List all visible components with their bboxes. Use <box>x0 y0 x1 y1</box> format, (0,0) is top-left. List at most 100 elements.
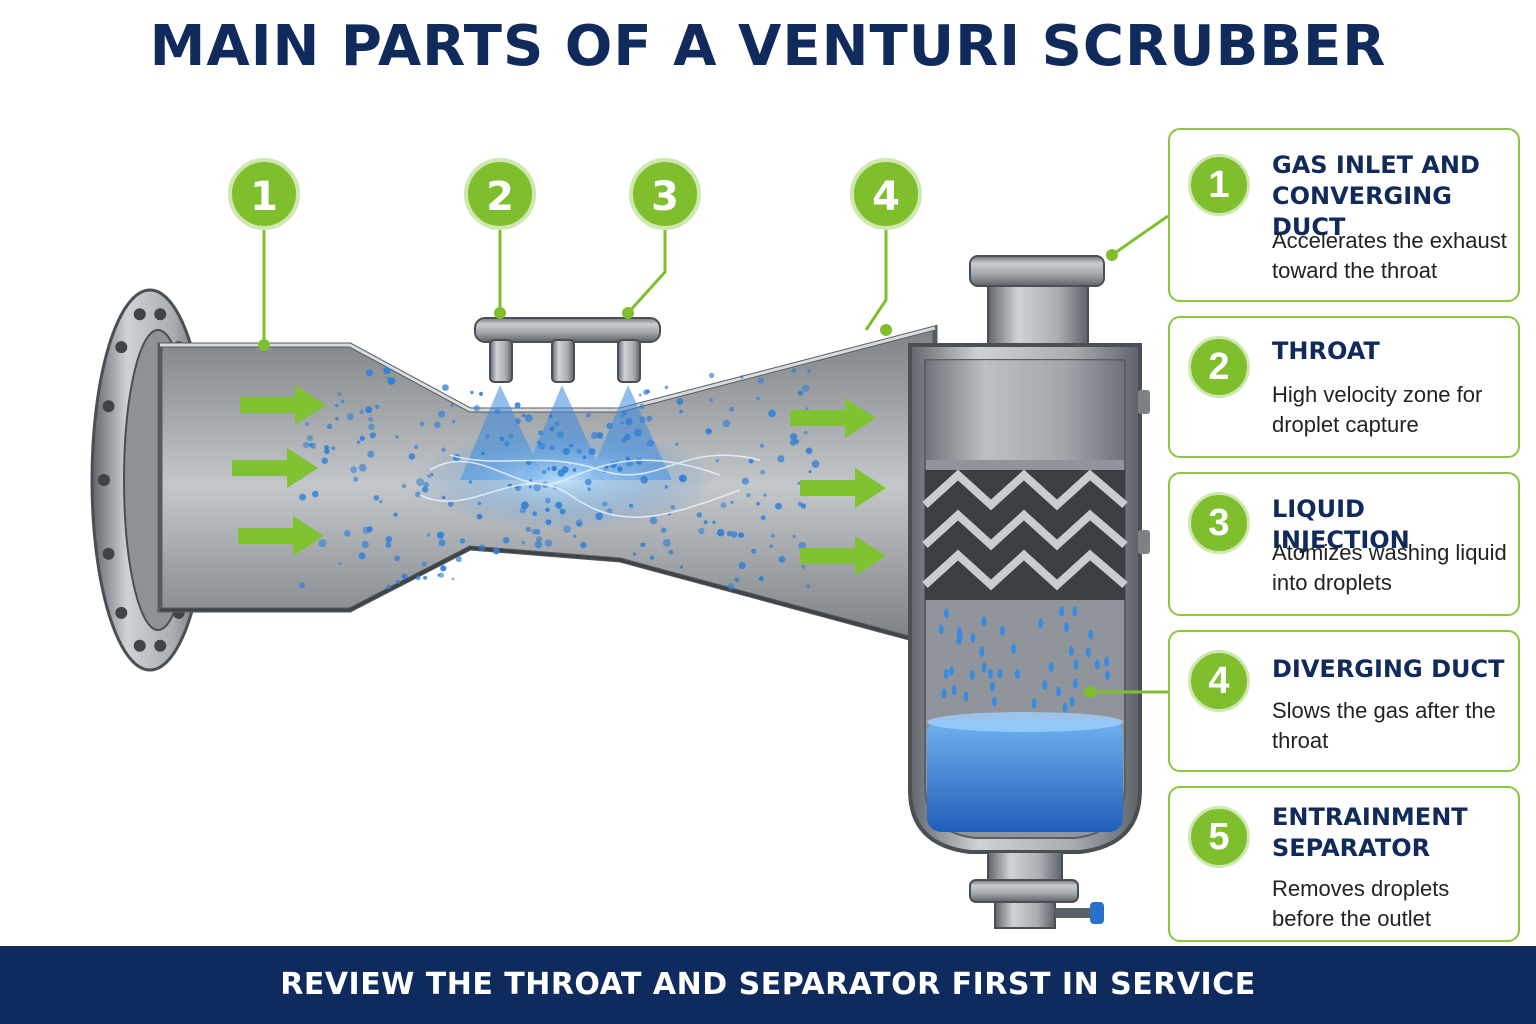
footer-banner: REVIEW THE THROAT AND SEPARATOR FIRST IN… <box>0 946 1536 1024</box>
droplet <box>340 399 345 404</box>
droplet <box>757 377 764 384</box>
droplet <box>705 428 712 435</box>
droplet <box>712 520 716 524</box>
droplet <box>421 561 427 567</box>
separator-droplet <box>1031 698 1037 709</box>
flow-arrow <box>800 468 886 508</box>
separator-droplet <box>981 616 987 626</box>
droplet <box>602 501 608 507</box>
droplet <box>383 367 391 375</box>
droplet <box>620 421 624 425</box>
legend-number-2: 2 <box>1188 336 1250 398</box>
droplet <box>438 572 444 578</box>
droplet <box>649 516 658 525</box>
flow-arrow <box>238 516 324 556</box>
droplet <box>514 402 521 409</box>
droplet <box>366 369 373 377</box>
droplet <box>555 501 563 509</box>
droplet <box>441 447 446 453</box>
separator-droplet <box>1073 659 1079 670</box>
legend-heading-3: LIQUID INJECTION <box>1272 495 1410 554</box>
droplet <box>438 539 446 547</box>
droplet <box>563 525 571 533</box>
droplet <box>730 500 734 504</box>
droplet <box>634 428 642 437</box>
droplet <box>361 540 369 549</box>
droplet <box>534 541 543 549</box>
droplet <box>549 426 555 432</box>
flow-arrows <box>232 385 886 576</box>
droplet <box>369 432 376 439</box>
droplet <box>504 440 510 447</box>
droplet <box>521 540 526 545</box>
droplet <box>324 445 329 450</box>
droplet <box>802 384 810 392</box>
droplet <box>775 502 782 510</box>
droplet <box>346 413 354 421</box>
droplet <box>533 483 541 492</box>
droplet <box>760 469 765 475</box>
droplet <box>386 584 392 590</box>
droplet <box>338 562 342 566</box>
legend-card-4: 4 DIVERGING DUCT Slows the gas after the… <box>1168 630 1520 772</box>
legend-card-5: 5 ENTRAINMENT SEPARATOR Removes droplets… <box>1168 786 1520 942</box>
droplet <box>769 544 773 548</box>
droplet <box>447 501 454 507</box>
droplet <box>698 527 705 535</box>
droplet <box>647 439 654 447</box>
separator-droplet <box>948 666 954 676</box>
droplet <box>478 544 486 552</box>
droplet <box>805 584 811 589</box>
droplet <box>646 415 653 422</box>
droplet <box>549 445 555 451</box>
droplet <box>452 420 456 424</box>
droplet <box>797 481 801 485</box>
droplet <box>401 483 407 489</box>
turbulence-streaks <box>419 454 761 518</box>
flow-arrow <box>800 536 886 576</box>
separator-droplet <box>999 625 1005 636</box>
droplet <box>401 573 408 580</box>
droplet <box>635 457 643 465</box>
droplet <box>305 422 309 426</box>
droplet <box>727 583 735 590</box>
droplet <box>335 416 339 421</box>
separator-droplet <box>1059 606 1065 617</box>
svg-text:2: 2 <box>486 174 514 220</box>
droplet <box>419 421 425 427</box>
droplet <box>808 470 812 474</box>
droplet <box>535 536 543 543</box>
droplet <box>415 575 421 581</box>
droplet <box>366 526 373 533</box>
legend-card-1: 1 GAS INLET AND CONVERGING DUCT Accelera… <box>1168 128 1520 302</box>
droplet <box>312 490 319 498</box>
droplet <box>591 431 599 439</box>
droplet <box>408 453 416 460</box>
droplet <box>777 455 785 463</box>
droplet <box>798 541 807 550</box>
droplet <box>617 466 623 472</box>
separator-droplet <box>991 696 997 707</box>
droplet <box>324 448 330 454</box>
droplet <box>394 555 400 562</box>
droplet <box>811 460 820 468</box>
droplet <box>375 404 380 409</box>
droplet <box>720 502 727 508</box>
droplet <box>359 409 365 415</box>
droplet <box>624 433 631 441</box>
droplet <box>803 431 808 435</box>
droplet <box>385 542 392 548</box>
droplet <box>393 512 398 517</box>
legend-number-1: 1 <box>1188 154 1250 216</box>
droplet <box>451 577 455 581</box>
droplet <box>298 582 305 589</box>
droplet <box>800 503 807 509</box>
droplet <box>729 406 735 412</box>
droplet <box>358 463 367 472</box>
droplet <box>515 418 521 424</box>
droplet <box>746 493 751 498</box>
separator-droplet <box>1048 662 1054 673</box>
legend-card-3: 3 LIQUID INJECTION Atomizes washing liqu… <box>1168 472 1520 616</box>
droplet <box>577 522 582 527</box>
droplet <box>308 442 313 447</box>
